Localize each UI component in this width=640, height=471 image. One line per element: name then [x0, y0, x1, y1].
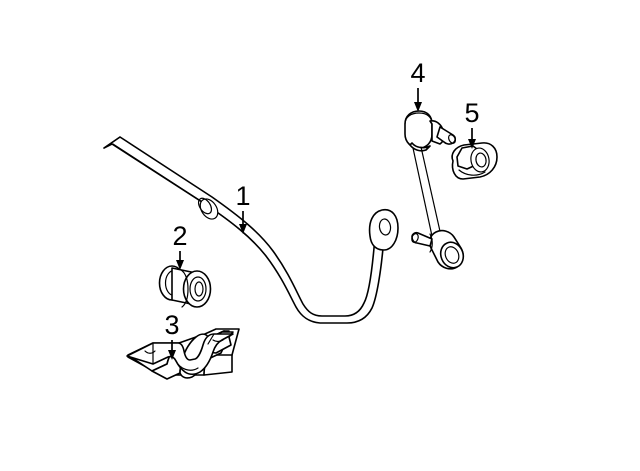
stabilizer-bar-eye-end [368, 208, 399, 251]
link-upper-ball-joint [404, 110, 457, 152]
stabilizer-bar-collar [197, 197, 219, 220]
part-stabilizer-bar-link[interactable] [404, 110, 467, 271]
callout-leaders [168, 88, 476, 360]
part-stabilizer-link-flange-nut[interactable] [451, 142, 498, 180]
part-stabilizer-bar-bracket[interactable] [126, 328, 240, 380]
callout-number-5: 5 [464, 98, 479, 128]
callout-leader-1 [239, 211, 247, 234]
callout-leader-2 [176, 251, 184, 270]
callout-number-1: 1 [235, 181, 250, 211]
callout-number-3: 3 [164, 310, 179, 340]
link-lower-ball-joint [411, 229, 465, 270]
callout-number-4: 4 [410, 58, 425, 88]
part-stabilizer-bar[interactable] [103, 136, 399, 324]
callout-leader-3 [168, 340, 176, 360]
callout-number-2: 2 [172, 221, 187, 251]
part-stabilizer-bar-bushing[interactable] [158, 265, 212, 308]
callout-leader-5 [468, 128, 476, 149]
callout-leader-4 [414, 88, 422, 112]
